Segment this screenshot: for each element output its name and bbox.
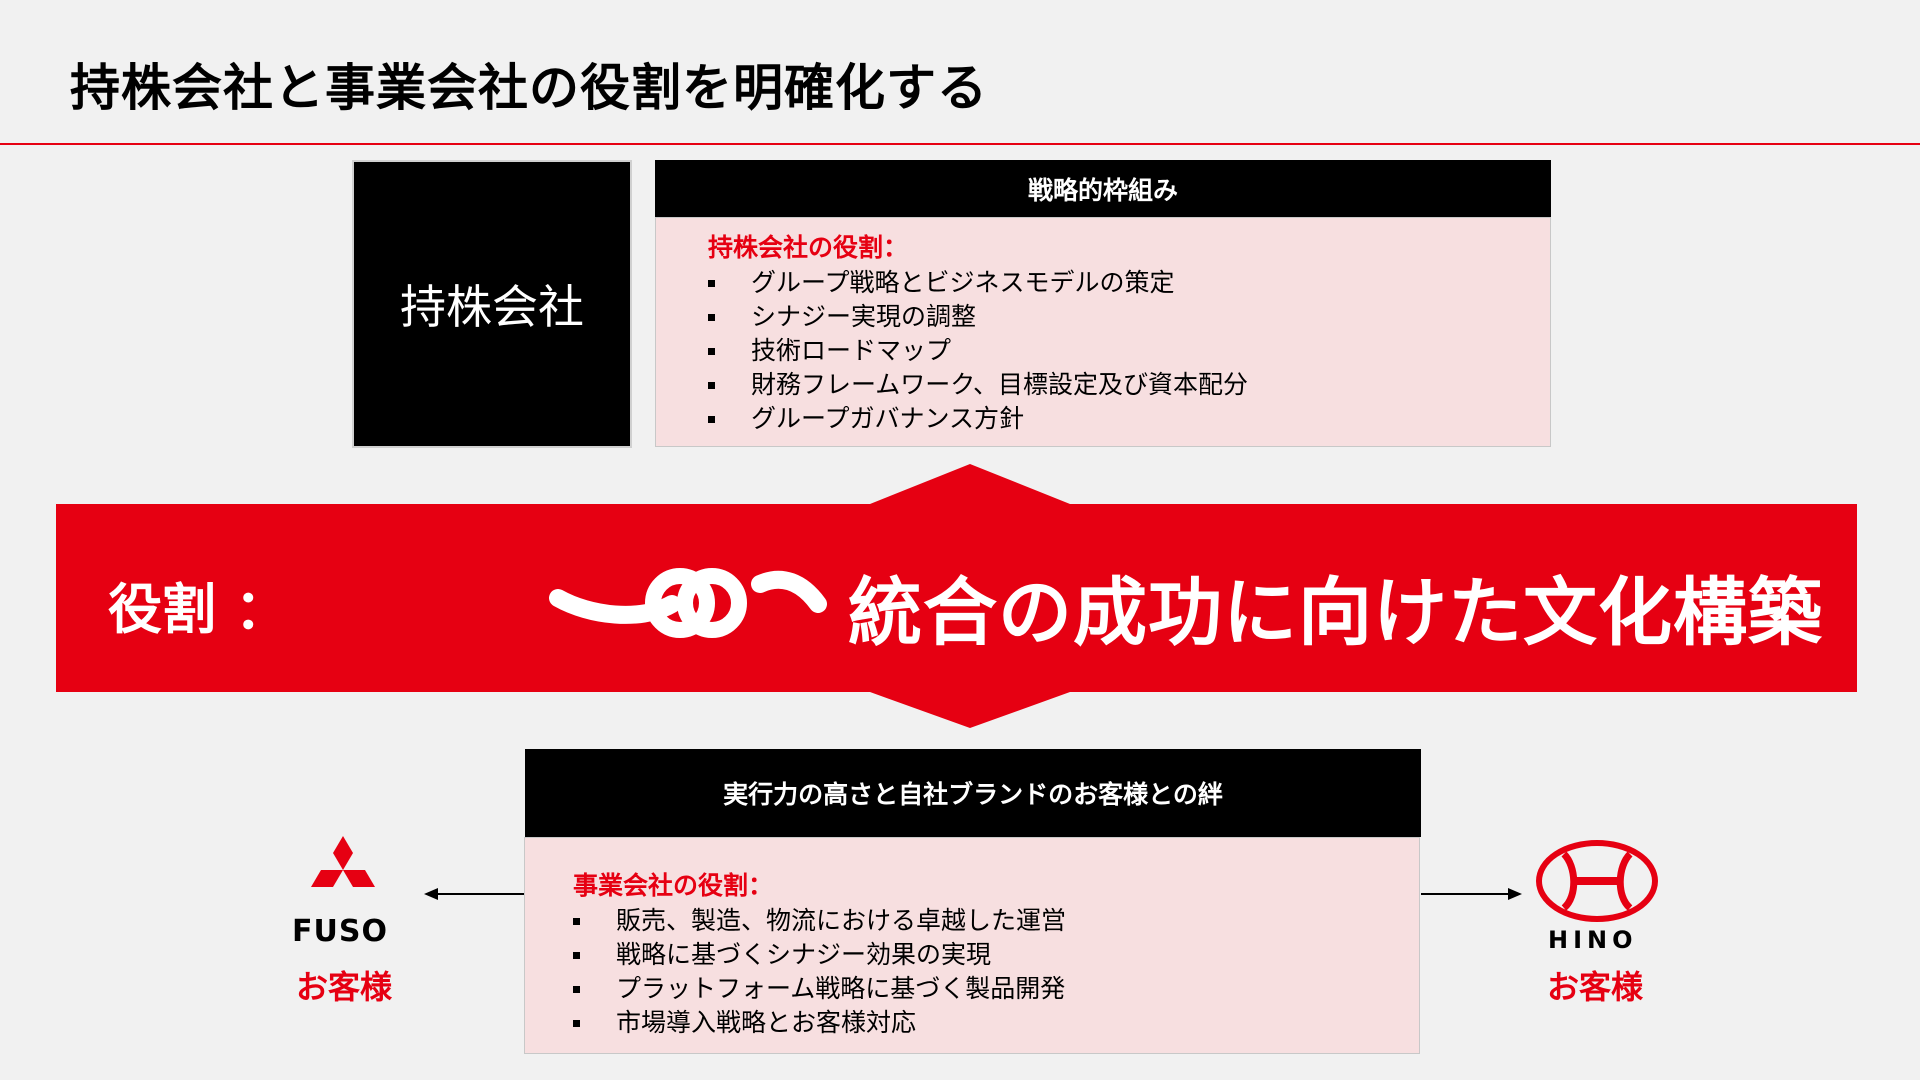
bullet-icon <box>708 313 715 321</box>
list-item: 戦略に基づくシナジー効果の実現 <box>573 938 1419 972</box>
hino-customer-label: お客様 <box>1547 968 1644 1006</box>
fuso-brand-name: FUSO <box>292 914 388 949</box>
list-item-text: 販売、製造、物流における卓越した運営 <box>616 906 1067 935</box>
business-role-title: 事業会社の役割： <box>573 871 774 900</box>
list-item-text: 財務フレームワーク、目標設定及び資本配分 <box>751 370 1249 399</box>
list-item: グループガバナンス方針 <box>708 402 1550 436</box>
knot-icon <box>549 568 827 638</box>
list-item-text: グループ戦略とビジネスモデルの策定 <box>751 268 1175 297</box>
framework-header: 戦略的枠組み <box>655 160 1551 217</box>
three-diamonds-logo-icon <box>311 836 375 887</box>
fuso-customer-label: お客様 <box>296 968 393 1006</box>
list-item-text: 戦略に基づくシナジー効果の実現 <box>616 940 992 969</box>
culture-headline: 統合の成功に向けた文化構築 <box>848 570 1823 656</box>
holding-role-title: 持株会社の役割： <box>708 233 909 262</box>
list-item: プラットフォーム戦略に基づく製品開発 <box>573 972 1419 1006</box>
list-item-text: シナジー実現の調整 <box>751 302 977 331</box>
bullet-icon <box>708 347 715 355</box>
bullet-icon <box>708 415 715 423</box>
holding-role-list: グループ戦略とビジネスモデルの策定 シナジー実現の調整 技術ロードマップ 財務フ… <box>708 266 1550 436</box>
business-role-list: 販売、製造、物流における卓越した運営 戦略に基づくシナジー効果の実現 プラットフ… <box>573 904 1419 1040</box>
business-role-panel: 事業会社の役割： 販売、製造、物流における卓越した運営 戦略に基づくシナジー効果… <box>524 837 1420 1054</box>
bullet-icon <box>573 1019 580 1027</box>
arrow-left-icon <box>424 888 438 900</box>
role-band <box>56 464 1857 728</box>
role-label: 役割 ： <box>108 578 289 641</box>
bullet-icon <box>573 917 580 925</box>
list-item-text: プラットフォーム戦略に基づく製品開発 <box>616 974 1066 1003</box>
list-item: 市場導入戦略とお客様対応 <box>573 1006 1419 1040</box>
list-item: 技術ロードマップ <box>708 334 1550 368</box>
list-item: 販売、製造、物流における卓越した運営 <box>573 904 1419 938</box>
holding-company-box: 持株会社 <box>352 160 632 448</box>
bullet-icon <box>573 951 580 959</box>
bullet-icon <box>708 381 715 389</box>
hino-h-logo-icon <box>1536 840 1658 922</box>
arrow-right-icon <box>1508 888 1522 900</box>
holding-role-panel: 持株会社の役割： グループ戦略とビジネスモデルの策定 シナジー実現の調整 技術ロ… <box>655 217 1551 447</box>
list-item: グループ戦略とビジネスモデルの策定 <box>708 266 1550 300</box>
bullet-icon <box>573 985 580 993</box>
holding-company-label: 持株会社 <box>400 280 584 334</box>
list-item: 財務フレームワーク、目標設定及び資本配分 <box>708 368 1550 402</box>
right-arrow-line <box>1421 893 1513 895</box>
list-item-text: グループガバナンス方針 <box>751 404 1025 433</box>
list-item-text: 技術ロードマップ <box>751 336 952 365</box>
list-item: シナジー実現の調整 <box>708 300 1550 334</box>
bullet-icon <box>708 279 715 287</box>
left-arrow-line <box>432 893 524 895</box>
business-header: 実行力の高さと自社ブランドのお客様との絆 <box>525 749 1421 837</box>
hino-brand-name: HINO <box>1548 926 1638 954</box>
title-divider <box>0 143 1920 145</box>
role-band-shape <box>56 464 1857 728</box>
list-item-text: 市場導入戦略とお客様対応 <box>616 1008 917 1037</box>
page-title: 持株会社と事業会社の役割を明確化する <box>70 59 988 117</box>
